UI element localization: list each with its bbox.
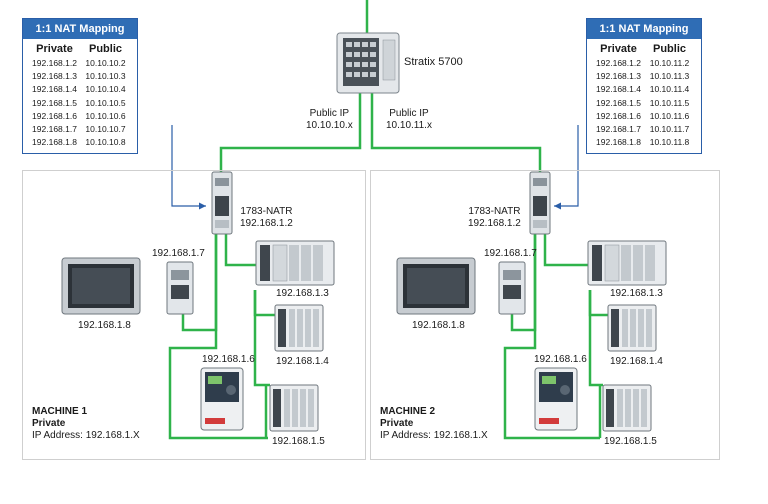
plc-chassis-icon (587, 240, 667, 286)
public-ip-subnet: 10.10.11.x (386, 120, 432, 131)
machine-2-caption: MACHINE 2 Private IP Address: 192.168.1.… (380, 406, 488, 442)
io2-ip-label: 192.168.1.5 (604, 436, 657, 447)
io-block-icon (607, 304, 657, 352)
public-ip-label-2: Public IP 10.10.11.x (386, 108, 432, 132)
natr-icon (211, 171, 233, 235)
machine-network: Private (380, 418, 414, 429)
ethernet-switch-icon (166, 261, 194, 315)
public-ip-title: Public IP (309, 108, 350, 119)
drive-ip-label: 192.168.1.6 (202, 354, 255, 365)
public-ip-label-1: Public IP 10.10.10.x (306, 108, 353, 132)
machine-name: MACHINE 2 (380, 406, 436, 417)
nat-mapping-arrow (171, 125, 206, 210)
switch-ip-label: 192.168.1.7 (152, 248, 205, 259)
machine-network: Private (32, 418, 66, 429)
machine-ip: IP Address: 192.168.1.X (32, 430, 140, 441)
plc-ip-label: 192.168.1.3 (610, 288, 663, 299)
machine-ip: IP Address: 192.168.1.X (380, 430, 488, 441)
hmi-ip-label: 192.168.1.8 (78, 320, 131, 331)
switch-ip-label: 192.168.1.7 (484, 248, 537, 259)
nat-mapping-table-1: 1:1 NAT Mapping Private Public 192.168.1… (22, 18, 138, 154)
natr-label: 1783-NATR 192.168.1.2 (468, 206, 521, 229)
drive-icon (200, 367, 244, 431)
plc-chassis-icon (255, 240, 335, 286)
switch-label: Stratix 5700 (404, 56, 463, 68)
drive-icon (534, 367, 578, 431)
machine-1-caption: MACHINE 1 Private IP Address: 192.168.1.… (32, 406, 140, 442)
io2-ip-label: 192.168.1.5 (272, 436, 325, 447)
col-public: Public (88, 43, 122, 55)
ethernet-switch-icon (498, 261, 526, 315)
io-block-icon (602, 384, 652, 432)
machine-1-area (22, 170, 366, 460)
nat-mapping-arrow (554, 125, 579, 210)
nat-table-title: 1:1 NAT Mapping (23, 19, 137, 39)
io1-ip-label: 192.168.1.4 (610, 356, 663, 367)
public-ip-title: Public IP (389, 108, 429, 119)
io-block-icon (269, 384, 319, 432)
ethernet-links (168, 0, 608, 440)
nat-mapping-table-2: 1:1 NAT Mapping Private Public 192.168.1… (586, 18, 702, 154)
hmi-ip-label: 192.168.1.8 (412, 320, 465, 331)
col-private: Private (600, 43, 637, 55)
nat-table-title: 1:1 NAT Mapping (587, 19, 701, 39)
col-public: Public (652, 43, 686, 55)
hmi-icon (396, 257, 476, 315)
col-private: Private (36, 43, 73, 55)
machine-name: MACHINE 1 (32, 406, 88, 417)
hmi-icon (61, 257, 141, 315)
natr-icon (529, 171, 551, 235)
stratix-switch-icon (336, 32, 400, 94)
io-block-icon (274, 304, 324, 352)
machine-2-area (370, 170, 720, 460)
natr-label: 1783-NATR 192.168.1.2 (240, 206, 293, 229)
drive-ip-label: 192.168.1.6 (534, 354, 587, 365)
plc-ip-label: 192.168.1.3 (276, 288, 329, 299)
public-ip-subnet: 10.10.10.x (306, 120, 353, 131)
io1-ip-label: 192.168.1.4 (276, 356, 329, 367)
